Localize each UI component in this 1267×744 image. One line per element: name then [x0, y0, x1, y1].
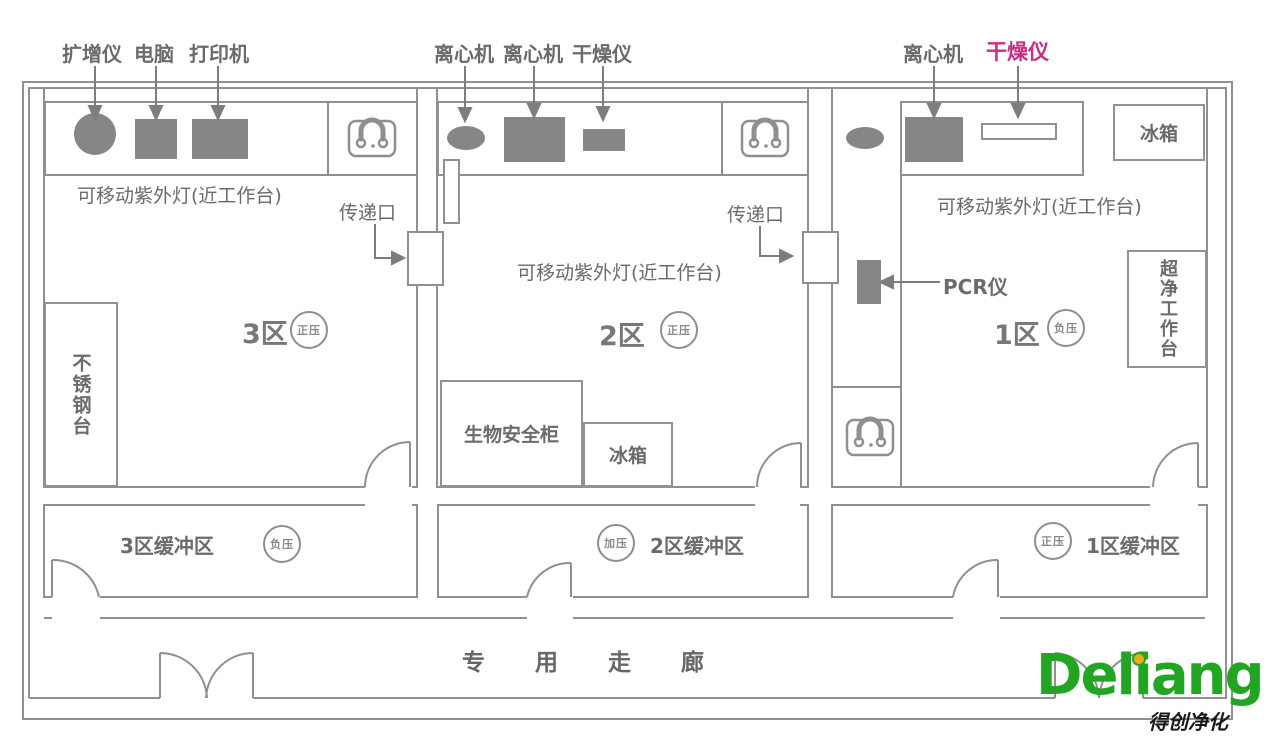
pass-through-box-left [407, 231, 444, 286]
door-zone1 [1152, 442, 1199, 488]
zone3-label: 3区 [242, 319, 288, 350]
double-door-corridor-right [1054, 652, 1144, 699]
building-outer-wall [22, 81, 1233, 720]
wall-cabinet-zone2 [443, 159, 460, 224]
centrifuge-b-shape-zone2 [504, 117, 565, 162]
arrow-pass-through-right [759, 226, 780, 257]
double-door-corridor-left [159, 651, 254, 699]
arrowhead-pcr [877, 274, 894, 290]
arrowhead-centrifuge-zone1 [926, 103, 942, 120]
dryer-shape-zone2 [583, 129, 625, 151]
pressure-badge-buffer2: 加压 [597, 524, 635, 562]
pcr-label: PCR仪 [943, 275, 1008, 299]
amplifier-label: 扩增仪 [62, 42, 122, 66]
pass-through-label-left: 传递口 [339, 202, 397, 224]
dryer-tray-shape-zone1 [981, 123, 1057, 140]
buffer3-label: 3区缓冲区 [120, 534, 214, 558]
pressure-badge-zone2: 正压 [660, 311, 698, 349]
arrowhead-centrifuge-a-zone2 [457, 107, 473, 124]
workbench-zone2 [437, 101, 809, 176]
corridor-label: 专用走廊 [462, 650, 754, 676]
uv-note-zone3: 可移动紫外灯(近工作台) [77, 185, 282, 207]
building-inner-wall [28, 87, 1227, 699]
buffer2-label: 2区缓冲区 [650, 534, 744, 558]
centrifuge-b-label-zone2: 离心机 [503, 42, 563, 66]
pass-through-label-right: 传递口 [727, 204, 785, 226]
zone2-label: 2区 [599, 321, 645, 352]
pressure-badge-zone3: 正压 [290, 311, 328, 349]
workbench-zone1 [900, 101, 1084, 176]
fridge-box-zone2: 冰箱 [583, 422, 673, 487]
pass-through-box-right [802, 231, 839, 284]
buffer-zone2-walls [437, 504, 809, 598]
clean-bench-box: 超净工作台 [1127, 250, 1207, 368]
amplifier-shape [74, 113, 116, 155]
sink-icon-zone1 [845, 416, 895, 457]
arrowhead-pass-through-right [779, 248, 795, 264]
arrowhead-printer [210, 105, 226, 122]
room-zone2-walls [436, 87, 809, 488]
pressure-badge-buffer3: 负压 [263, 525, 301, 563]
fridge-box-zone1: 冰箱 [1113, 104, 1205, 161]
buffer1-label: 1区缓冲区 [1086, 534, 1180, 558]
door-zone3 [364, 441, 411, 488]
workbench-zone3 [44, 101, 418, 176]
pressure-badge-zone1: 负压 [1047, 309, 1085, 347]
steel-table-box: 不锈钢台 [44, 302, 118, 487]
computer-shape [135, 119, 177, 159]
arrow-pass-through-left [374, 224, 392, 259]
pcr-machine-shape [857, 260, 881, 304]
arrowhead-dryer-zone2 [595, 106, 611, 123]
door-zone2 [756, 442, 802, 488]
arrowhead-computer [148, 105, 164, 122]
door-buffer1 [952, 558, 999, 598]
sink-icon-zone3 [347, 117, 397, 158]
pressure-badge-buffer1: 正压 [1034, 522, 1072, 560]
arrowhead-centrifuge-b-zone2 [526, 103, 542, 120]
centrifuge-a-label-zone2: 离心机 [434, 42, 494, 66]
dryer-label-zone2: 干燥仪 [572, 42, 632, 66]
centrifuge-shape-zone1 [905, 117, 963, 162]
logo-orange-dot [1132, 652, 1146, 666]
arrowhead-amplifier [87, 105, 103, 122]
deliang-logo: Deliang 得创净化 [1036, 643, 1265, 735]
room-zone1-walls [831, 87, 1208, 488]
biosafety-cabinet-box: 生物安全柜 [440, 380, 583, 487]
sink-icon-zone2 [740, 117, 790, 158]
arrowhead-pass-through-left [391, 250, 407, 266]
printer-label: 打印机 [189, 42, 249, 66]
uv-note-zone2: 可移动紫外灯(近工作台) [517, 262, 722, 284]
printer-shape [192, 119, 248, 159]
centrifuge-label-zone1: 离心机 [903, 42, 963, 66]
zone1-label: 1区 [994, 320, 1040, 351]
logo-brand-text: Deliang [1036, 643, 1265, 708]
door-buffer2 [526, 561, 572, 598]
centrifuge-a-shape-zone2 [447, 126, 485, 150]
small-centrifuge-shape-zone1 [846, 127, 884, 149]
door-buffer3 [51, 558, 100, 598]
logo-tagline: 得创净化 [1148, 710, 1228, 734]
room-zone3-walls [43, 87, 418, 488]
computer-label: 电脑 [134, 42, 174, 66]
dryer-label-zone1-highlighted: 干燥仪 [986, 40, 1049, 64]
arrowhead-dryer-zone1 [1010, 103, 1026, 120]
buffer-zone3-walls [43, 504, 418, 598]
uv-note-zone1: 可移动紫外灯(近工作台) [937, 196, 1142, 218]
buffer-zone1-walls [831, 504, 1208, 598]
